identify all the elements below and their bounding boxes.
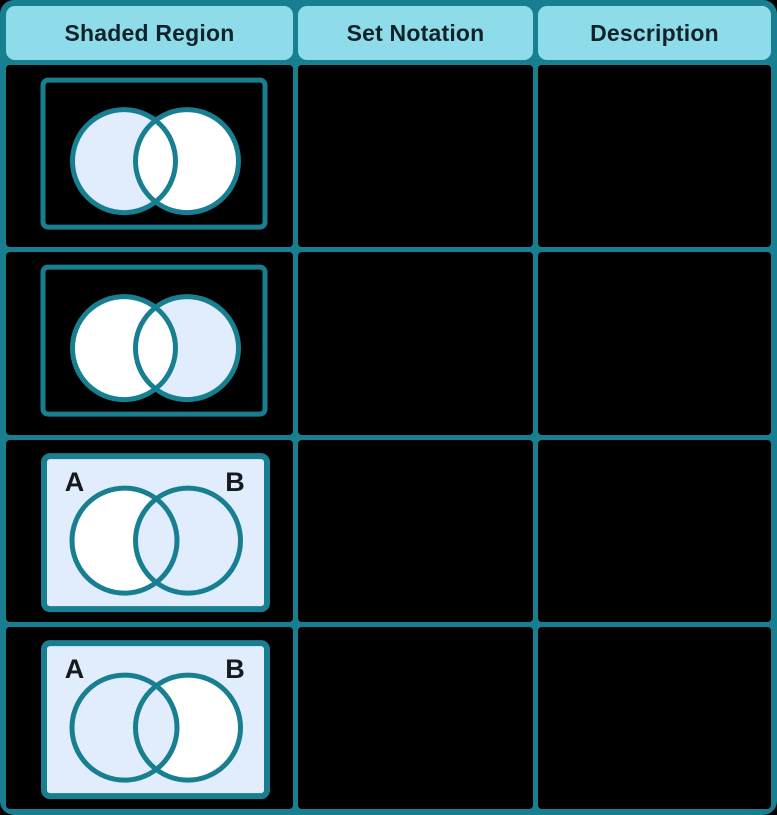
description-cell-row-4 bbox=[538, 626, 771, 809]
header-shaded-region: Shaded Region bbox=[6, 6, 293, 60]
venn-diagram bbox=[40, 264, 268, 417]
venn-cell-row-2 bbox=[6, 252, 293, 435]
venn-circle-a-outline bbox=[70, 107, 178, 216]
set-notation-cell-row-3 bbox=[298, 439, 533, 622]
venn-circle-a-fill bbox=[72, 296, 176, 400]
description-cell-row-3 bbox=[538, 439, 771, 622]
set-notation-cell-row-2 bbox=[298, 252, 533, 435]
venn-label-a: A bbox=[65, 654, 85, 684]
venn-circle-b-fill bbox=[135, 109, 239, 213]
venn-label-b: B bbox=[225, 654, 245, 684]
header-set-notation: Set Notation bbox=[298, 6, 533, 60]
venn-universe-rectangle bbox=[40, 264, 268, 417]
venn-universe-rectangle bbox=[40, 77, 268, 230]
venn-circle-a-outline bbox=[69, 485, 180, 596]
description-cell-row-2 bbox=[538, 252, 771, 435]
venn-circle-a-outline bbox=[69, 672, 180, 783]
venn-cell-row-1 bbox=[6, 65, 293, 248]
header-description: Description bbox=[538, 6, 771, 60]
venn-circle-b-outline bbox=[133, 294, 241, 403]
venn-label-b: B bbox=[225, 467, 245, 497]
venn-circle-b-outline bbox=[133, 107, 241, 216]
venn-circle-b-outline bbox=[133, 672, 243, 783]
venn-circle-b-fill bbox=[135, 487, 241, 593]
set-notation-cell-row-4 bbox=[298, 626, 533, 809]
venn-circle-a-fill bbox=[72, 674, 177, 780]
set-notation-cell-row-1 bbox=[298, 65, 533, 248]
venn-label-a: A bbox=[65, 467, 85, 497]
venn-circle-a-outline bbox=[70, 294, 178, 403]
description-cell-row-1 bbox=[538, 65, 771, 248]
venn-circle-b-outline bbox=[133, 485, 243, 596]
venn-diagram bbox=[40, 77, 268, 230]
